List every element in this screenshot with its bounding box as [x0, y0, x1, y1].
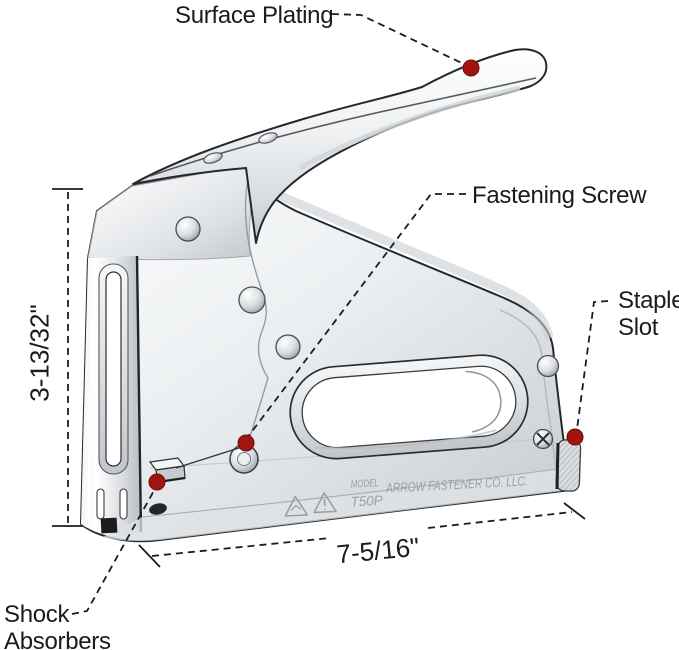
shock-absorbers-label-line2: Absorbers [4, 628, 111, 650]
height-dimension-label: 3-13/32" [24, 304, 55, 402]
exclamation-warning-triangle-icon [313, 492, 337, 514]
staple-slot [532, 428, 582, 492]
engraved-markings: MODEL T50P ARROW FASTENER CO. LLC. [284, 473, 528, 517]
staple-slot-label: Staple Slot [618, 287, 679, 341]
shock-absorber [148, 446, 243, 515]
front-vent-slot-right [119, 488, 128, 520]
width-dimension-line-right [427, 511, 573, 529]
model-label-text: MODEL [350, 477, 379, 490]
slot-screw-cross [536, 432, 550, 446]
front-edge-seam [135, 255, 143, 533]
body-cap-facet [87, 165, 255, 261]
brand-text: ARROW FASTENER CO. LLC. [385, 473, 528, 495]
staple-gun-warning-triangle-icon [284, 495, 309, 517]
front-highlight [86, 259, 96, 523]
indicator-rod [175, 446, 243, 469]
shock-absorbers-label: Shock Absorbers [4, 601, 111, 650]
handle-lever [132, 48, 548, 244]
shock-absorbers-marker-dot [148, 473, 166, 491]
width-dimension-line-left [151, 537, 331, 557]
staple-slot-marker-dot [566, 428, 584, 446]
front-vent-slot-left [96, 488, 105, 520]
front-notch [100, 517, 118, 534]
surface-plating-label: Surface Plating [175, 2, 334, 29]
deck-shading [256, 181, 554, 340]
grip-hole [289, 354, 529, 460]
cap-rivet [175, 216, 201, 242]
fastening-screw-label: Fastening Screw [472, 182, 647, 209]
rear-seam [499, 309, 557, 471]
handle-underside-shade [298, 85, 521, 171]
rear-rivet [536, 354, 560, 378]
shock-absorbers-leader [71, 486, 157, 615]
model-number-text: T50P [350, 492, 383, 510]
shock-absorber-port [149, 503, 167, 515]
shock-absorbers-label-line1: Shock [4, 601, 70, 628]
body-rivet-upper [238, 286, 266, 314]
grip-hole-inner-ring [465, 370, 502, 433]
magazine-band [103, 469, 571, 541]
fastening-screw-marker-dot [237, 434, 255, 452]
magazine-seam [141, 468, 559, 518]
handle-screw-rear [258, 132, 278, 144]
surface-plating-leader [331, 13, 469, 67]
staple-slot-label-line1: Staple [618, 287, 679, 314]
body-rivet-lower [275, 334, 301, 360]
surface-plating-marker-dot [462, 59, 480, 77]
width-dimension-tick-right [563, 502, 586, 520]
staple-slot-label-line2: Slot [618, 314, 659, 341]
handle-screw-front [203, 152, 223, 164]
width-dimension-tick-left [138, 544, 161, 568]
body-seam [244, 169, 269, 451]
staple-slot-leader [576, 300, 609, 430]
front-slot-window [98, 263, 129, 475]
